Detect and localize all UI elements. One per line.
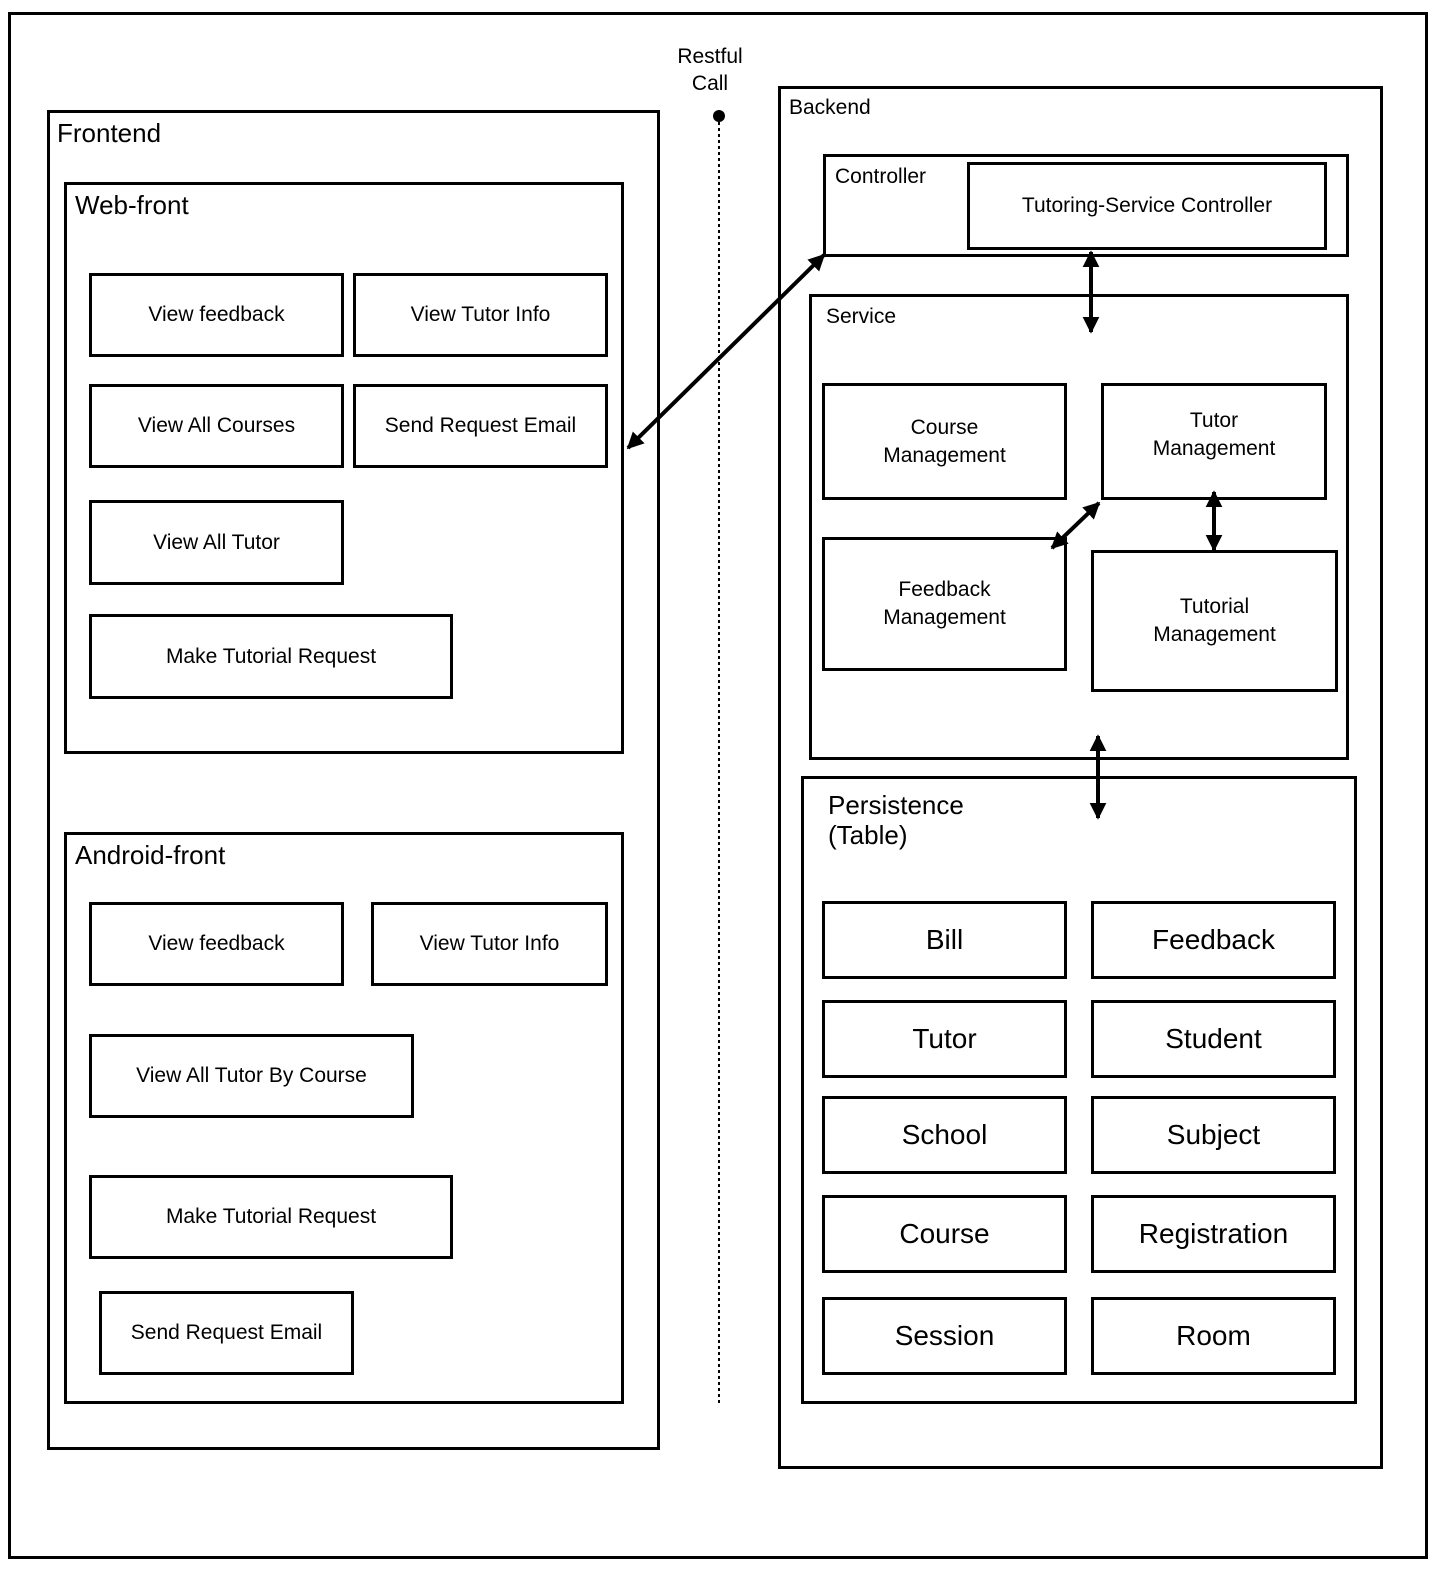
diagram-frame xyxy=(8,12,1428,1559)
frontend-title: Frontend xyxy=(57,118,162,148)
tutor-management[interactable]: Tutor Management xyxy=(1101,383,1327,500)
tutorial-management[interactable]: Tutorial Management xyxy=(1091,550,1338,692)
table-feedback[interactable]: Feedback xyxy=(1091,901,1336,979)
web-view-all-courses-button[interactable]: View All Courses xyxy=(89,384,344,468)
android-front-title: Android-front xyxy=(75,840,226,870)
service-title: Service xyxy=(826,305,897,328)
backend-container xyxy=(778,86,1383,1469)
frontend-container xyxy=(47,110,660,1450)
table-student[interactable]: Student xyxy=(1091,1000,1336,1078)
table-subject[interactable]: Subject xyxy=(1091,1096,1336,1174)
android-view-all-tutor-by-course-button[interactable]: View All Tutor By Course xyxy=(89,1034,414,1118)
table-room[interactable]: Room xyxy=(1091,1297,1336,1375)
android-view-feedback-button[interactable]: View feedback xyxy=(89,902,344,986)
web-send-request-email-button[interactable]: Send Request Email xyxy=(353,384,608,468)
web-make-tutorial-request-button[interactable]: Make Tutorial Request xyxy=(89,614,453,699)
persistence-title: Persistence (Table) xyxy=(828,790,964,850)
restful-call-label: Restful Call xyxy=(677,45,743,95)
table-bill[interactable]: Bill xyxy=(822,901,1067,979)
web-view-all-tutor-button[interactable]: View All Tutor xyxy=(89,500,344,585)
course-management[interactable]: Course Management xyxy=(822,383,1067,500)
table-session[interactable]: Session xyxy=(822,1297,1067,1375)
table-registration[interactable]: Registration xyxy=(1091,1195,1336,1273)
web-front-title: Web-front xyxy=(75,190,189,220)
table-course[interactable]: Course xyxy=(822,1195,1067,1273)
android-front-container xyxy=(64,832,624,1404)
android-send-request-email-button[interactable]: Send Request Email xyxy=(99,1291,354,1375)
table-school[interactable]: School xyxy=(822,1096,1067,1174)
service-container xyxy=(809,294,1349,760)
web-front-container xyxy=(64,182,624,754)
persistence-container xyxy=(801,776,1357,1404)
controller-title: Controller xyxy=(835,165,927,188)
android-view-tutor-info-button[interactable]: View Tutor Info xyxy=(371,902,608,986)
table-tutor[interactable]: Tutor xyxy=(822,1000,1067,1078)
backend-title: Backend xyxy=(789,96,871,119)
web-view-tutor-info-button[interactable]: View Tutor Info xyxy=(353,273,608,357)
android-make-tutorial-request-button[interactable]: Make Tutorial Request xyxy=(89,1175,453,1259)
feedback-management[interactable]: Feedback Management xyxy=(822,537,1067,671)
tutoring-service-controller[interactable]: Tutoring-Service Controller xyxy=(967,162,1327,250)
web-view-feedback-button[interactable]: View feedback xyxy=(89,273,344,357)
